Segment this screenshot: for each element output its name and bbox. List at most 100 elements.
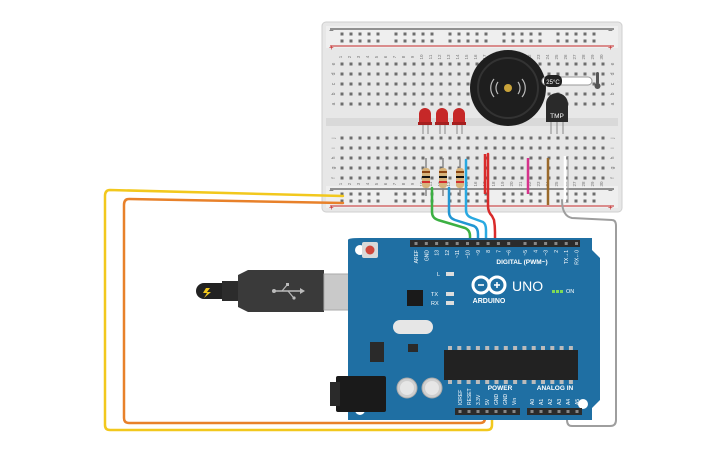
digital-pin-socket[interactable] <box>414 242 418 245</box>
arduino-brand: ARDUINO <box>473 298 506 305</box>
column-number: 26 <box>563 54 568 60</box>
wire-blue[interactable] <box>447 186 480 246</box>
rail-plus-label-right: + <box>608 43 613 52</box>
led-label-rx: RX <box>431 301 439 307</box>
on-label: ON <box>566 289 574 295</box>
column-number: 28 <box>581 54 586 60</box>
red-led-1[interactable] <box>418 108 432 134</box>
digital-pin-socket[interactable] <box>496 242 500 245</box>
digital-pin-label: 7 <box>496 250 502 253</box>
row-letter: a <box>610 102 616 105</box>
digital-pin-socket[interactable] <box>533 242 537 245</box>
analog-pin-socket[interactable] <box>557 410 561 413</box>
column-number: 7 <box>392 55 397 58</box>
digital-pin-socket[interactable] <box>455 242 459 245</box>
analog-pin-label: A4 <box>566 399 572 405</box>
digital-pin-socket[interactable] <box>554 242 558 245</box>
row-letter: h <box>610 156 616 159</box>
column-number: 23 <box>536 54 541 60</box>
digital-pin-socket[interactable] <box>523 242 527 245</box>
wires <box>103 152 617 432</box>
digital-pin-socket[interactable] <box>544 242 548 245</box>
thermometer-icon <box>594 72 601 89</box>
led-label-l: L <box>437 272 440 278</box>
column-number: 5 <box>374 182 379 185</box>
digital-pin-socket[interactable] <box>466 242 469 245</box>
analog-pin-socket[interactable] <box>530 410 534 413</box>
column-number: 24 <box>545 54 550 60</box>
column-number: 25 <box>554 54 559 60</box>
temperature-sensor[interactable]: TMP <box>546 93 568 134</box>
row-letter: g <box>331 166 337 169</box>
digital-pin-socket[interactable] <box>575 242 578 245</box>
digital-pin-socket[interactable] <box>507 242 511 245</box>
temperature-slider[interactable]: 25°C <box>541 72 601 89</box>
usb-plug-icon <box>203 288 211 298</box>
arduino-logo-icon <box>471 275 507 295</box>
resistor-1[interactable] <box>422 158 430 196</box>
column-number: 6 <box>383 182 388 185</box>
column-number: 1 <box>338 182 343 185</box>
digital-pin-socket[interactable] <box>445 242 449 245</box>
temp-readout: 25°C <box>546 80 560 86</box>
power-pin-socket[interactable] <box>503 410 507 413</box>
row-letter: j <box>331 137 337 139</box>
wire-cyan[interactable] <box>464 158 488 246</box>
column-number: 20 <box>509 181 514 187</box>
digital-pin-socket[interactable] <box>476 242 480 245</box>
rail-plus-label: + <box>329 43 334 52</box>
column-number: 8 <box>401 182 406 185</box>
row-letter: f <box>331 177 337 179</box>
analog-header <box>527 408 582 415</box>
analog-pin-socket[interactable] <box>575 410 579 413</box>
arduino-model: UNO <box>512 278 543 294</box>
power-pin-socket[interactable] <box>512 410 516 413</box>
digital-pin-socket[interactable] <box>564 242 568 245</box>
power-header-label: POWER <box>488 385 513 392</box>
digital-pin-label: ~9 <box>476 250 482 256</box>
red-led-3[interactable] <box>452 108 466 134</box>
digital-pin-label: GND <box>424 250 430 262</box>
wire-red[interactable] <box>486 152 497 246</box>
column-number: 13 <box>446 181 451 187</box>
row-letter: d <box>610 72 616 75</box>
column-number: 14 <box>455 54 460 60</box>
rail-minus-label-bottom-right: − <box>608 186 613 195</box>
digital-pin-socket[interactable] <box>486 242 490 245</box>
power-pin-socket[interactable] <box>494 410 498 413</box>
power-pin-socket[interactable] <box>458 410 462 413</box>
buzzer-icon[interactable] <box>470 50 546 126</box>
power-pin-label: Vin <box>512 398 518 405</box>
column-number: 18 <box>491 181 496 187</box>
power-jack[interactable] <box>336 376 386 412</box>
analog-pin-socket[interactable] <box>539 410 543 413</box>
column-number: 4 <box>365 182 370 185</box>
row-letter: j <box>610 137 616 139</box>
resistor-3[interactable] <box>456 158 464 196</box>
power-pin-socket[interactable] <box>467 410 471 413</box>
wire-gray[interactable] <box>561 199 617 427</box>
digital-pin-label: ~11 <box>455 250 461 258</box>
resistor-2[interactable] <box>439 158 447 196</box>
rail-minus-label: − <box>329 26 334 35</box>
analog-pin-socket[interactable] <box>548 410 552 413</box>
leds <box>418 108 466 134</box>
power-pin-socket[interactable] <box>476 410 480 413</box>
digital-pin-label: ~10 <box>466 250 472 259</box>
column-number: 2 <box>347 55 352 58</box>
resistors <box>422 158 464 196</box>
digital-pin-socket[interactable] <box>435 242 439 245</box>
power-pin-socket[interactable] <box>485 410 489 413</box>
digital-pin-socket[interactable] <box>424 242 428 245</box>
usb-symbol-icon <box>272 283 305 300</box>
usb-cable[interactable] <box>196 270 365 312</box>
analog-pin-socket[interactable] <box>566 410 570 413</box>
analog-pin-label: A5 <box>575 399 581 405</box>
analog-header-label: ANALOG IN <box>537 385 574 392</box>
wire-yellow[interactable] <box>103 188 494 432</box>
column-number: 10 <box>419 181 424 187</box>
red-led-2[interactable] <box>435 108 449 134</box>
wire-orange[interactable] <box>122 197 487 425</box>
wire-green[interactable] <box>430 186 472 246</box>
